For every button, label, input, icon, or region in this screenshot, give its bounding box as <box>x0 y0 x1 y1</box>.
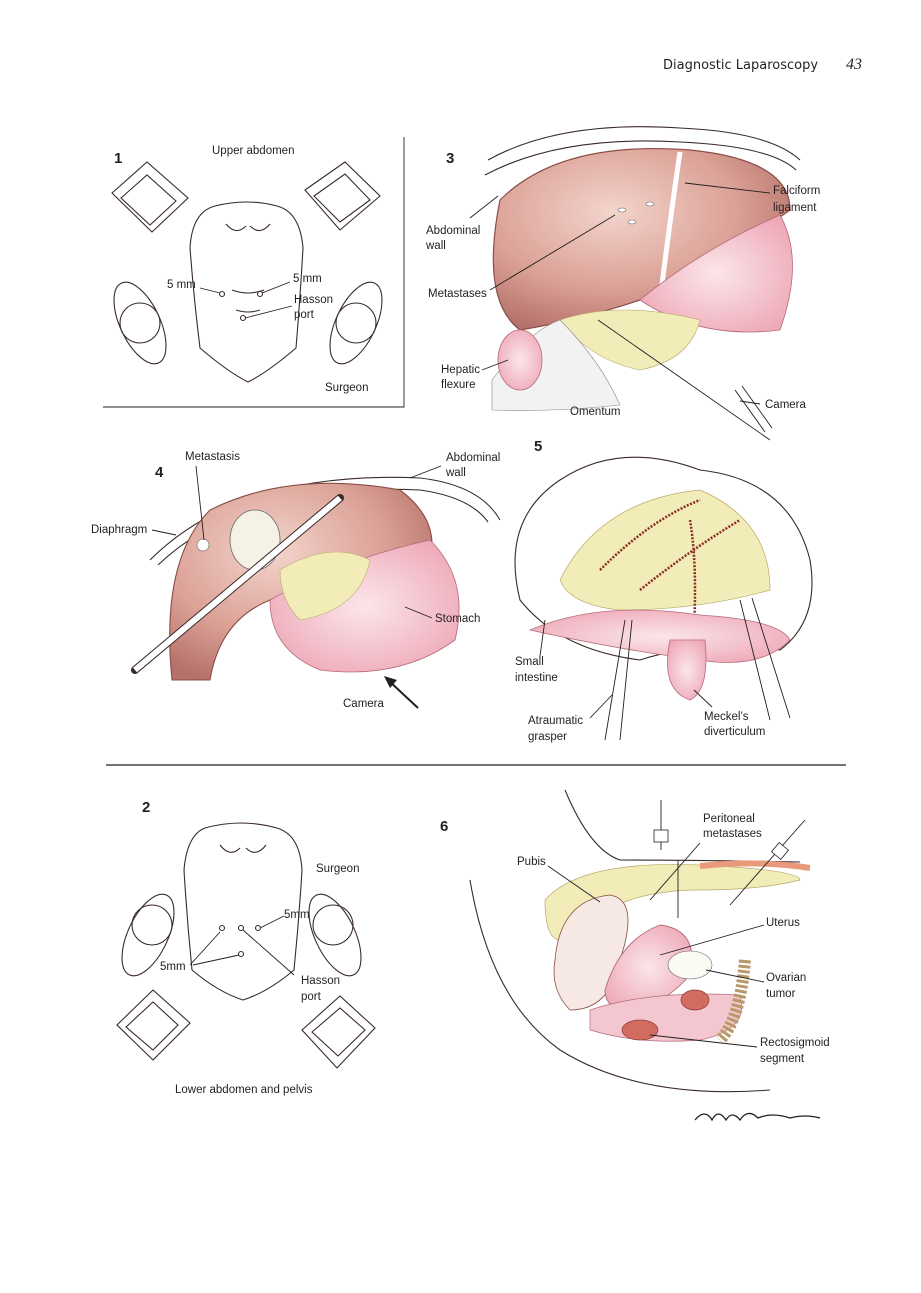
f3-omentum-label: Omentum <box>570 406 621 418</box>
f6-tumor-label: tumor <box>766 988 796 1000</box>
f4-metastasis-label: Metastasis <box>185 451 240 463</box>
f3-wall-label: wall <box>425 240 446 252</box>
f6-metastases-label: metastases <box>703 828 762 840</box>
torso-outline <box>189 201 304 383</box>
figure-1-number: 1 <box>114 150 122 167</box>
figure-2: 2 Surgeon 5mm 5mm Hasson port Lower abdo… <box>116 799 376 1096</box>
f3-abdominal-label: Abdominal <box>426 225 480 237</box>
monitor-icon <box>116 989 376 1069</box>
f3-falciform-label: Falciform <box>773 185 820 197</box>
f3-camera-label: Camera <box>765 399 807 411</box>
f1-port-right-label: 5 mm <box>293 273 322 285</box>
figure-1: 1 Upper abdomen 5 mm 5 mm Hasson port Su… <box>103 137 405 408</box>
f6-peritoneal-label: Peritoneal <box>703 813 755 825</box>
figure-2-number: 2 <box>142 799 150 816</box>
f4-abdominal-label: Abdominal <box>446 452 500 464</box>
f1-port-left-label: 5 mm <box>167 279 196 291</box>
torso-outline <box>183 822 303 1001</box>
f5-grasper-label: grasper <box>528 731 567 743</box>
f2-hasson-label: Hasson <box>301 975 340 987</box>
f4-stomach-label: Stomach <box>435 613 480 625</box>
f6-pubis-label: Pubis <box>517 856 546 868</box>
figure-4-number: 4 <box>155 464 164 481</box>
running-title: Diagnostic Laparoscopy <box>663 58 819 73</box>
figure-3-number: 3 <box>446 150 454 167</box>
figure-5-number: 5 <box>534 438 542 455</box>
f2-caption: Lower abdomen and pelvis <box>175 1084 313 1096</box>
f6-ovarian-label: Ovarian <box>766 972 806 984</box>
figure-4: 4 Metastasis Abdominal wall Diaphragm St… <box>91 451 501 710</box>
figure-6-number: 6 <box>440 818 448 835</box>
f5-meckel-label: Meckel’s <box>704 711 749 723</box>
surgeon-icon <box>113 281 383 365</box>
figure-3: 3 Abdominal wall Falciform ligament Meta… <box>425 126 820 441</box>
liver-shape <box>492 147 791 331</box>
f3-metastases-label: Metastases <box>428 288 487 300</box>
monitor-icon <box>111 161 381 233</box>
f5-intestine-label: intestine <box>515 672 558 684</box>
f6-segment-label: segment <box>760 1053 805 1065</box>
page-number: 43 <box>846 56 862 73</box>
f4-diaphragm-label: Diaphragm <box>91 524 147 536</box>
figure-1-title: Upper abdomen <box>212 145 294 157</box>
f2-port-label: port <box>301 991 322 1003</box>
figure-6: 6 Pubis Peritoneal metastases Uterus Ova… <box>440 789 830 1093</box>
f4-camera-label: Camera <box>343 698 385 710</box>
f1-hasson-label: Hasson <box>294 294 333 306</box>
f2-surgeon-label: Surgeon <box>316 863 359 875</box>
f5-atraumatic-label: Atraumatic <box>528 715 583 727</box>
f2-port-right-label: 5mm <box>284 909 310 921</box>
page-header: Diagnostic Laparoscopy 43 <box>0 56 921 82</box>
surgeon-icon <box>121 893 362 977</box>
f5-diverticulum-label: diverticulum <box>704 726 765 738</box>
f5-small-label: Small <box>515 656 544 668</box>
f3-hepatic-label: Hepatic <box>441 364 480 376</box>
f1-surgeon-label: Surgeon <box>325 382 368 394</box>
f3-ligament-label: ligament <box>773 202 817 214</box>
artist-signature <box>694 1112 821 1122</box>
f4-wall-label: wall <box>445 467 466 479</box>
f6-uterus-label: Uterus <box>766 917 800 929</box>
f2-port-left-label: 5mm <box>160 961 186 973</box>
figure-5: 5 Small intestine Atraumatic grasper Mec… <box>514 438 813 743</box>
f1-port-label: port <box>294 309 315 321</box>
f6-rectosigmoid-label: Rectosigmoid <box>760 1037 830 1049</box>
f3-flexure-label: flexure <box>441 379 476 391</box>
